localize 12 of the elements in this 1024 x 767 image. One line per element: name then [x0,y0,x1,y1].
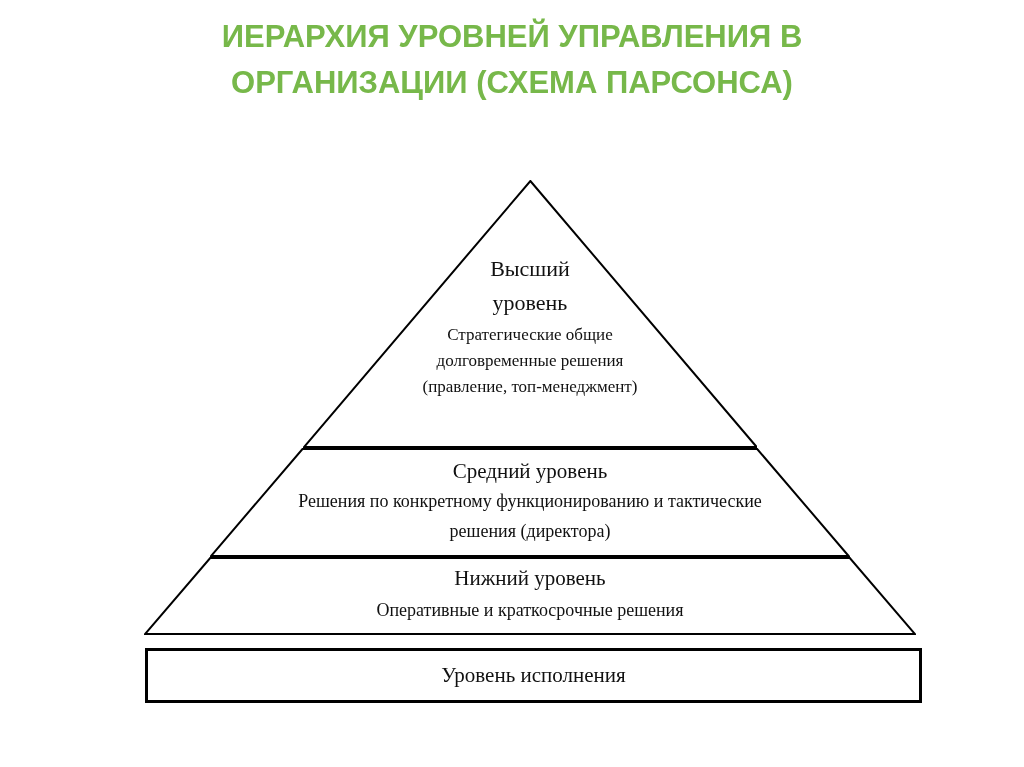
level-heading: Высший уровень [489,255,571,317]
level-heading: Уровень исполнения [440,662,627,689]
pyramid-tier [210,448,850,557]
level-description: Решения по конкретному функционированию и тактические решения (директора) [297,490,763,543]
level-description: Стратегические общие долговременные решения (правление, топ-менеджмент) [421,324,639,398]
pyramid-tier [144,557,916,635]
level-heading: Средний уровень [451,458,609,485]
level-heading: Нижний уровень [453,565,607,592]
pyramid-tier [302,180,758,448]
diagram-title: ИЕРАРХИЯ УРОВНЕЙ УПРАВЛЕНИЯ В ОРГАНИЗАЦИИ (СХЕМА ПАРСОНСА) [220,17,804,102]
level-box [145,648,922,703]
level-description: Оперативные и краткосрочные решения [375,599,685,622]
